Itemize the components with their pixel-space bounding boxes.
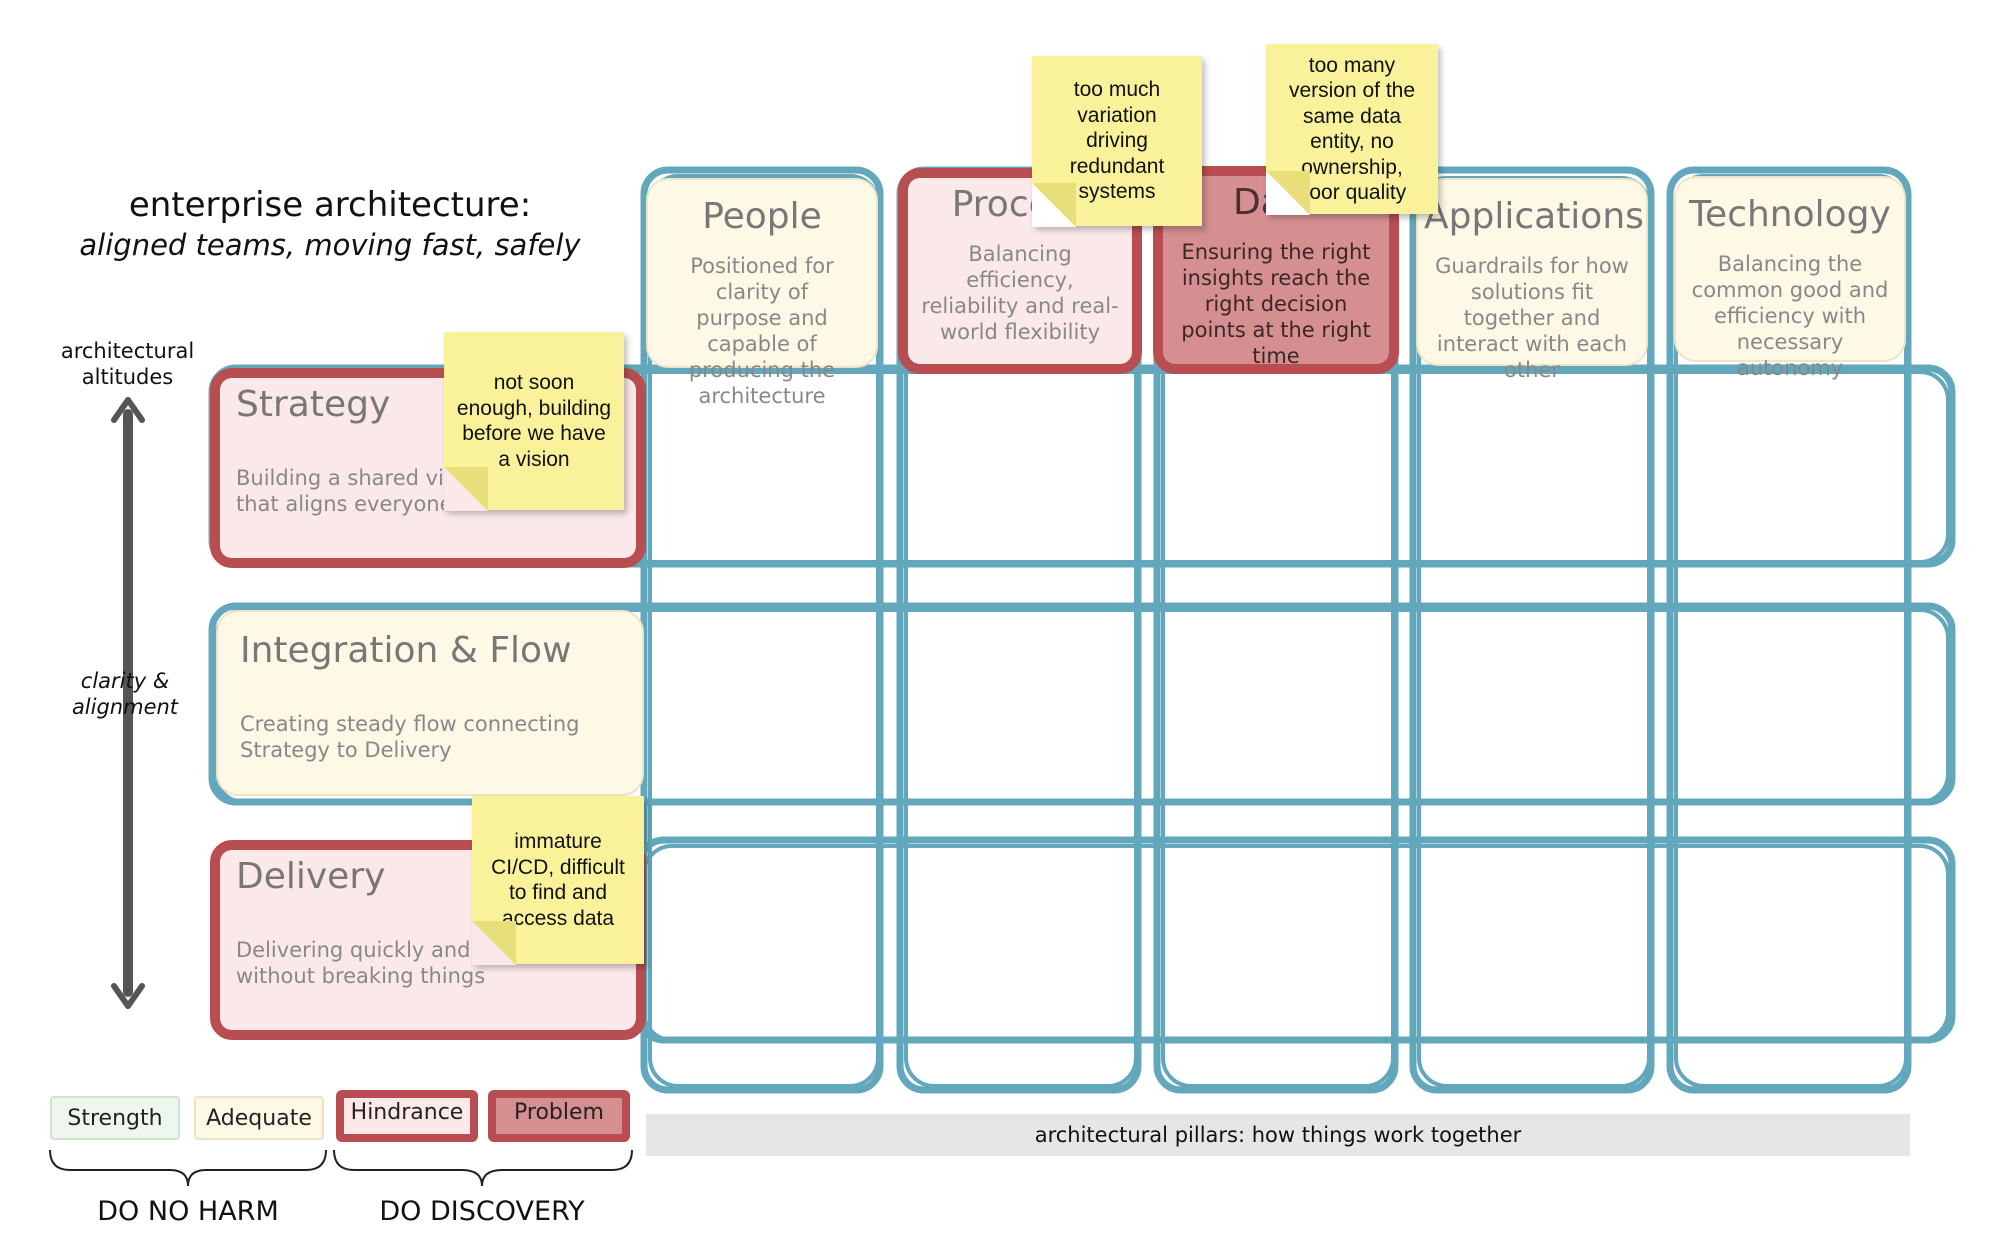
sticky-fold: [1266, 171, 1310, 215]
altitude-card-integration[interactable]: Integration & Flow Creating steady flow …: [216, 610, 644, 796]
altitudes-axis-label: architectural altitudes: [60, 339, 195, 389]
pillar-card-applications[interactable]: Applications Guardrails for how solution…: [1416, 178, 1648, 382]
sticky-fold: [1032, 183, 1076, 227]
pillar-title: People: [702, 196, 822, 237]
grid-row-delivery: [636, 836, 1956, 1044]
pillar-description: Ensuring the right insights reach the ri…: [1181, 240, 1371, 368]
pillar-description: Balancing the common good and efficiency…: [1691, 252, 1889, 380]
legend-label: Hindrance: [344, 1098, 470, 1134]
pillar-description: Balancing efficiency, reliability and re…: [921, 242, 1119, 344]
sticky-text: too much variation driving redundant sys…: [1069, 78, 1165, 204]
sticky-fold: [472, 921, 516, 965]
sticky-note-process[interactable]: too much variation driving redundant sys…: [1032, 56, 1202, 227]
page-subtitle: aligned teams, moving fast, safely: [79, 228, 581, 262]
altitude-title: Delivery: [236, 856, 386, 897]
legend-strength: Strength: [50, 1096, 180, 1140]
pillar-title: Technology: [1689, 194, 1891, 235]
altitude-title: Integration & Flow: [240, 630, 572, 671]
pillar-description: Guardrails for how solutions fit togethe…: [1435, 254, 1629, 382]
brace-do-discovery: [333, 1149, 633, 1187]
altitude-arrow: [111, 397, 145, 1009]
legend-problem: Problem: [488, 1090, 630, 1142]
legend-label: Strength: [67, 1105, 163, 1131]
legend-hindrance: Hindrance: [336, 1090, 478, 1142]
sticky-note-data[interactable]: too many version of the same data entity…: [1266, 44, 1438, 215]
sticky-fold: [444, 467, 488, 511]
legend-label: Problem: [496, 1098, 622, 1134]
sticky-text: too many version of the same data entity…: [1288, 53, 1416, 205]
pillars-caption: architectural pillars: how things work t…: [646, 1114, 1910, 1156]
sticky-note-strategy[interactable]: not soon enough, building before we have…: [444, 332, 624, 511]
page-title: enterprise architecture:: [128, 185, 532, 225]
pillar-card-technology[interactable]: Technology Balancing the common good and…: [1674, 176, 1906, 380]
pillar-description: Positioned for clarity of purpose and ca…: [688, 254, 836, 408]
brace-do-no-harm: [49, 1149, 327, 1187]
altitude-description: Creating steady flow connecting Strategy…: [240, 712, 580, 762]
legend-adequate: Adequate: [194, 1096, 324, 1140]
pillar-card-people[interactable]: People Positioned for clarity of purpose…: [646, 178, 878, 408]
clarity-axis-label: clarity & alignment: [71, 669, 179, 719]
legend-group-do-no-harm: DO NO HARM: [97, 1196, 279, 1227]
legend-label: Adequate: [206, 1105, 312, 1131]
legend-group-do-discovery: DO DISCOVERY: [379, 1196, 585, 1227]
altitude-title: Strategy: [236, 384, 391, 425]
sticky-note-delivery[interactable]: immature CI/CD, difficult to find and ac…: [472, 796, 644, 965]
pillar-title: Applications: [1424, 196, 1644, 237]
sticky-text: not soon enough, building before we have…: [456, 371, 612, 471]
sticky-text: immature CI/CD, difficult to find and ac…: [491, 830, 625, 930]
